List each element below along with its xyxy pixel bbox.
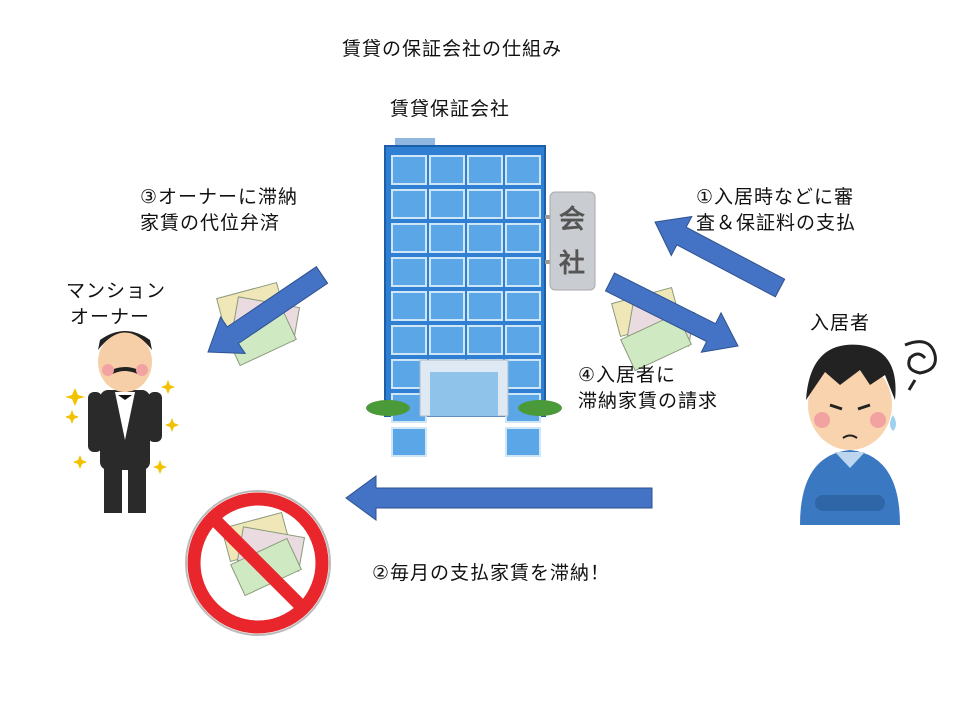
owner-label-line: オーナー (70, 306, 151, 328)
step4-text: ④入居者に 滞納家賃の請求 (578, 362, 718, 414)
page-title: 賃貸の保証会社の仕組み (342, 38, 563, 60)
sign-char: 会 (559, 205, 585, 235)
step1-line: ①入居時などに審 (696, 186, 855, 208)
arrow-step3-icon (207, 266, 329, 354)
step4-line: ④入居者に (578, 364, 677, 386)
step1-line: 査＆保証料の支払 (696, 212, 857, 234)
company-building-icon: 会 社 (366, 138, 596, 457)
step3-line: ③オーナーに滞納 (140, 186, 299, 208)
tenant-label: 入居者 (810, 312, 871, 334)
step4-line: 滞納家賃の請求 (578, 390, 719, 412)
arrow-step2-icon (345, 475, 653, 521)
owner-person-icon (65, 331, 179, 513)
owner-label-line: マンション (66, 280, 167, 302)
step1-text: ①入居時などに審 査＆保証料の支払 (696, 184, 856, 236)
tenant-person-icon (800, 340, 937, 525)
step3-text: ③オーナーに滞納 家賃の代位弁済 (140, 184, 298, 236)
owner-label: マンション オーナー (66, 278, 166, 330)
step2-text: ②毎月の支払家賃を滞納！ (372, 562, 611, 584)
prohibited-payment-icon (185, 490, 331, 636)
step3-line: 家賃の代位弁済 (140, 212, 281, 234)
arrow-step1-icon (654, 215, 786, 298)
company-label: 賃貸保証会社 (390, 98, 511, 120)
arrow-step4-icon (604, 272, 739, 353)
sign-char: 社 (559, 248, 585, 279)
